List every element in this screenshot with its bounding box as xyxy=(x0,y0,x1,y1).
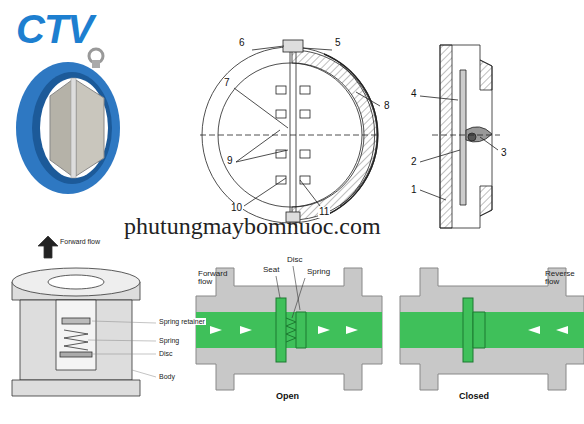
callout-number: 5 xyxy=(334,38,342,49)
callout-number: 2 xyxy=(410,157,418,168)
cutaway-valve xyxy=(12,236,156,396)
logo-text: CTV xyxy=(16,8,93,50)
callout-number: 9 xyxy=(226,156,234,167)
part-label: Disc xyxy=(286,256,304,264)
callout-number: 4 xyxy=(410,89,418,100)
callout-number: 7 xyxy=(223,78,231,89)
flow-label: Forward flow xyxy=(60,238,100,245)
part-label: Seat xyxy=(262,266,280,274)
part-label: Disc xyxy=(158,350,174,357)
valve-photo xyxy=(16,49,120,194)
callout-number: 10 xyxy=(230,203,243,214)
closed-valve-section xyxy=(400,268,584,390)
part-label: Body xyxy=(158,373,176,380)
open-valve-section xyxy=(196,266,382,390)
flow-label: Forward flow xyxy=(198,270,230,287)
callout-number: 8 xyxy=(383,101,391,112)
front-view-drawing xyxy=(200,40,380,228)
watermark: phutungmaybomnuoc.com xyxy=(124,214,381,239)
state-label: Closed xyxy=(459,392,489,401)
callout-number: 6 xyxy=(238,38,246,49)
part-label: Spring retainer xyxy=(158,318,206,325)
flow-label: Reverse flow xyxy=(545,270,581,287)
part-label: Spring xyxy=(306,268,331,276)
side-section-drawing xyxy=(420,45,500,228)
callout-number: 1 xyxy=(410,185,418,196)
part-label: Spring xyxy=(158,337,180,344)
state-label: Open xyxy=(276,392,299,401)
callout-number: 3 xyxy=(500,148,508,159)
